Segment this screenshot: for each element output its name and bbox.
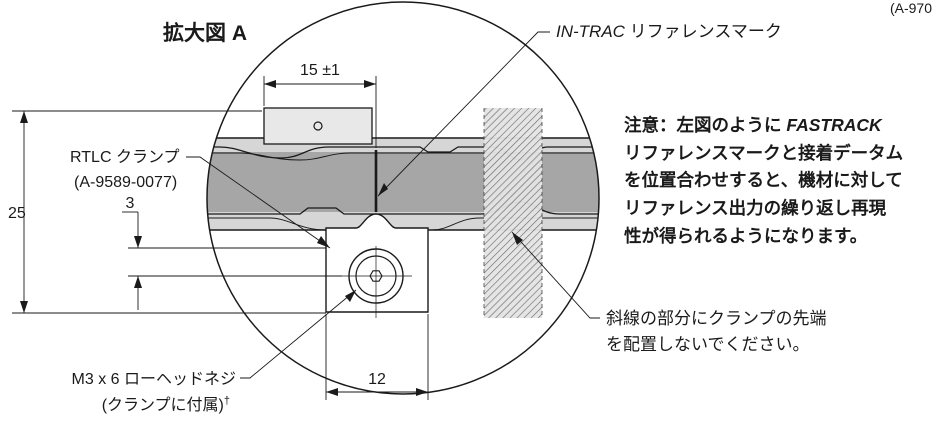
arrow-dim12-left [326,388,338,396]
detail-circle-outline [206,1,600,395]
screw-label-dagger: † [224,395,230,407]
arrow-leader-reference [378,183,388,196]
scale-tape-band [207,152,599,212]
leader-reference-mark [377,31,550,197]
leader-screw [240,289,357,379]
reference-mark-label: IN-TRAC リファレンスマーク [556,22,782,41]
note-line5: 性が得られるようになります。 [624,226,867,246]
arrow-leader-hatch [512,232,523,245]
top-clamp-body [263,107,373,145]
arrow-dim12-right [416,388,428,396]
dim-15-label: 15 ±1 [300,62,340,79]
note-line1-pre: 左図のように [677,115,787,135]
arrow-dim15-left [264,80,276,88]
reference-mark-label-italic: IN-TRAC [556,22,626,41]
note-line3: を位置合わせすると、機材に対して [624,170,903,190]
reference-mark-label-rest: リファレンスマーク [625,22,782,41]
figure-ref-text: (A-970 [890,0,932,16]
leader-rtlc-clamp [186,156,331,249]
arrow-leader-clamp [317,236,330,248]
arrow-leader-screw [345,290,356,302]
hatch-note-line1: 斜線の部分にクランプの先端 [606,309,827,328]
arrow-dim3-top [134,236,142,248]
dimension-lines [12,76,429,400]
arrow-dim15-right [364,80,376,88]
top-clamp-screw-hole [313,121,323,131]
hatched-no-clamp-zone [484,108,542,318]
screw-label-line2: (クランプに付属)† [102,395,230,414]
track-upper-inner-line [207,152,599,161]
arrow-dim25-top [20,111,28,123]
note-line1: 注意：左図のように FASTRACK [624,115,883,135]
arrow-dim3-bottom [134,276,142,288]
leader-hatch-note [511,231,600,319]
note-line2: リファレンスマークと接着データム [624,143,903,163]
dim-25-label: 25 [8,205,26,222]
arrowheads [20,80,428,396]
note-block: 注意：左図のように FASTRACK リファレンスマークと接着データム を位置合… [624,115,903,246]
magnified-region [207,107,599,318]
screw-label-text: (クランプに付属) [102,396,224,414]
arrow-dim25-bottom [20,301,28,313]
note-heading: 注意： [624,115,677,135]
note-line4: リファレンス出力の繰り返し再現 [624,198,887,218]
clamp-label-line1: RTLC クランプ [70,148,179,166]
hatch-note-line2: を配置しないでください。 [606,335,810,354]
screw-label-line1: M3 x 6 ローヘッドネジ [72,370,236,388]
leader-arrowheads [317,183,523,302]
clamp-label-line2: (A-9589-0077) [74,174,177,191]
detail-title: 拡大図 A [163,21,247,45]
dim-3-label: 3 [126,195,135,212]
note-line1-italic: FASTRACK [786,115,883,135]
dim-12-label: 12 [368,371,386,388]
leader-lines [186,31,600,379]
